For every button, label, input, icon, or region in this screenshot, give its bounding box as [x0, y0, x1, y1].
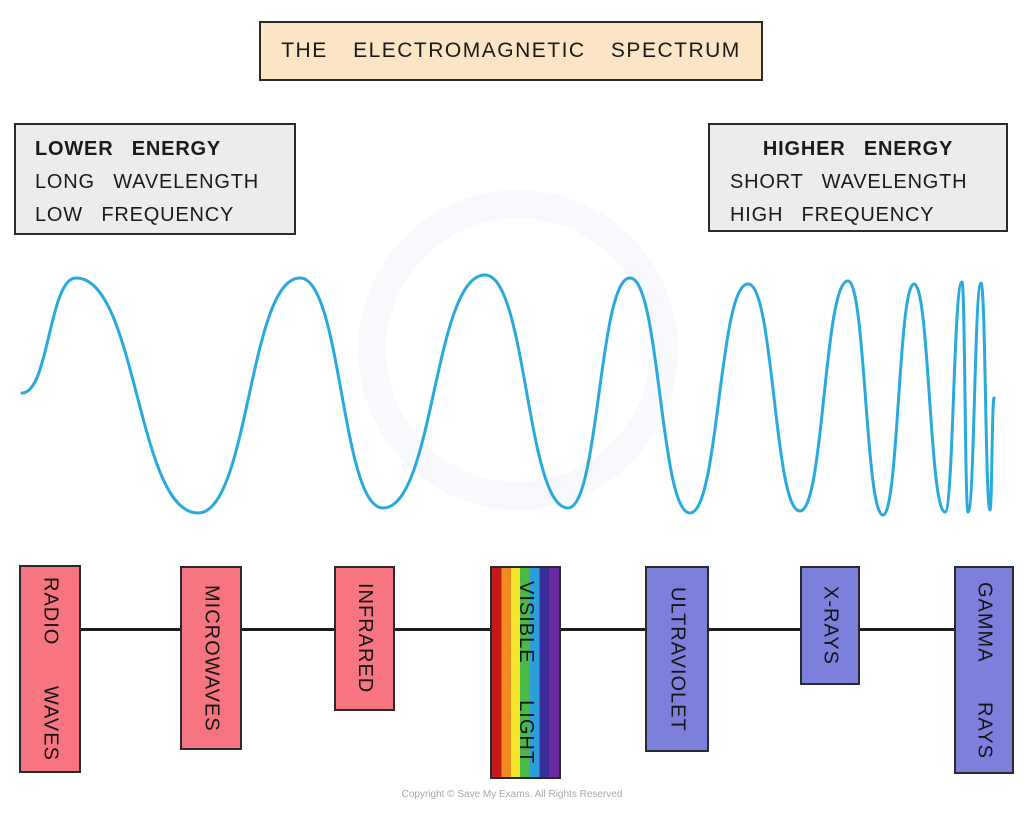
lower-energy-box: LOWER ENERGY LONG WAVELENGTH LOW FREQUEN… — [14, 123, 296, 235]
band-label-visible-light: VISIBLE LIGHT — [515, 580, 537, 765]
short-wavelength-label: SHORT WAVELENGTH — [730, 171, 968, 193]
copyright-notice: Copyright © Save My Exams. All Rights Re… — [401, 789, 623, 800]
low-frequency-label: LOW FREQUENCY — [35, 204, 235, 226]
band-label-radio-waves: RADIO WAVES — [39, 577, 62, 761]
band-visible-light: VISIBLE LIGHT — [490, 566, 561, 779]
long-wavelength-label: LONG WAVELENGTH — [35, 171, 260, 193]
band-x-rays: X-RAYS — [800, 566, 860, 685]
band-infrared: INFRARED — [334, 566, 395, 711]
diagram-title: THE ELECTROMAGNETIC SPECTRUM — [259, 21, 763, 81]
band-label-ultraviolet: ULTRAVIOLET — [666, 586, 689, 732]
higher-energy-box: HIGHER ENERGY SHORT WAVELENGTH HIGH FREQ… — [708, 123, 1008, 232]
higher-energy-heading: HIGHER ENERGY — [762, 138, 954, 160]
band-ultraviolet: ULTRAVIOLET — [645, 566, 709, 752]
band-radio-waves: RADIO WAVES — [19, 565, 81, 773]
band-label-infrared: INFRARED — [354, 583, 376, 694]
band-label-microwaves: MICROWAVES — [200, 584, 223, 732]
band-label-gamma-rays: GAMMA RAYS — [973, 581, 996, 759]
band-label-x-rays: X-RAYS — [819, 586, 842, 665]
high-frequency-label: HIGH FREQUENCY — [730, 204, 935, 226]
lower-energy-heading: LOWER ENERGY — [35, 138, 222, 160]
band-gamma-rays: GAMMA RAYS — [954, 566, 1014, 774]
band-microwaves: MICROWAVES — [180, 566, 242, 750]
em-wave — [20, 273, 996, 517]
